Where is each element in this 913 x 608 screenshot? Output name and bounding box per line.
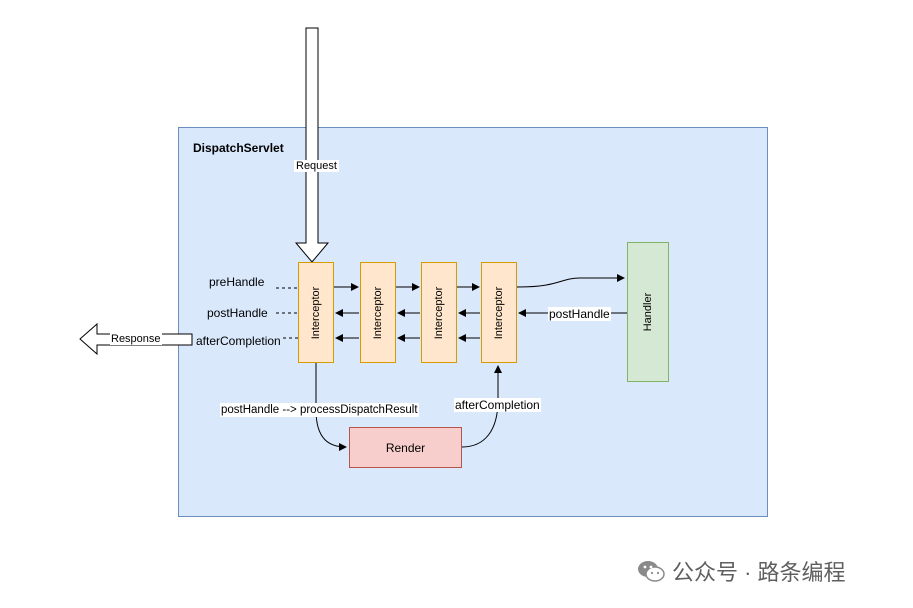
interceptor-4-label: Interceptor: [493, 286, 505, 339]
watermark: 公众号 · 路条编程: [636, 555, 846, 587]
request-label: Request: [294, 160, 339, 172]
handler-call-arrow: [516, 274, 625, 288]
render-box: Render: [349, 427, 462, 468]
response-label: Response: [110, 333, 162, 345]
request-arrow: [294, 27, 330, 263]
watermark-text: 公众号 · 路条编程: [672, 560, 846, 585]
process-dispatch-label: postHandle --> processDispatchResult: [220, 403, 419, 417]
handler-posthandle-label: postHandle: [548, 307, 611, 321]
interceptor-1-label: Interceptor: [310, 286, 322, 339]
handler-label: Handler: [642, 292, 654, 332]
render-label: Render: [385, 440, 426, 455]
interceptor-3-label: Interceptor: [433, 286, 445, 339]
posthandle-label: postHandle: [207, 306, 268, 320]
prehandle-label: preHandle: [209, 275, 265, 289]
interceptor-2-label: Interceptor: [372, 286, 384, 339]
interceptor-3: Interceptor: [421, 262, 457, 363]
wechat-icon: [638, 561, 665, 582]
handler-box: Handler: [627, 242, 669, 382]
aftercompletion-label: afterCompletion: [196, 334, 281, 348]
render-aftercompletion-label: afterCompletion: [454, 398, 541, 412]
interceptor-4: Interceptor: [481, 262, 517, 363]
dispatch-servlet-container: [178, 127, 768, 517]
interceptor-2: Interceptor: [360, 262, 396, 363]
interceptor-1: Interceptor: [298, 262, 334, 363]
container-title: DispatchServlet: [193, 141, 284, 155]
